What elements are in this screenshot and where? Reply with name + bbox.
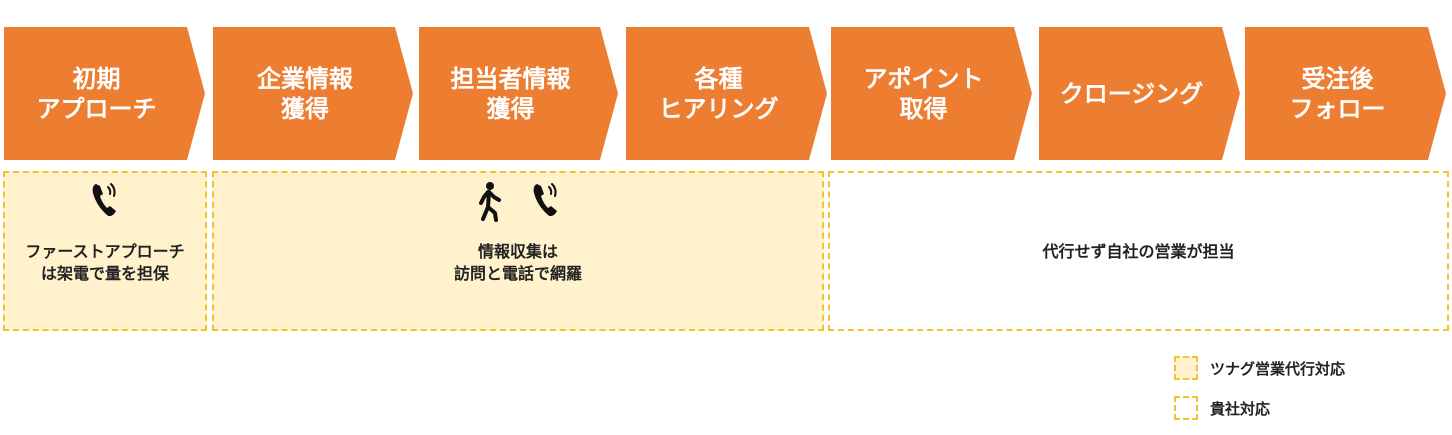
step-contact-info: 担当者情報獲得 <box>419 27 618 160</box>
phone-icon <box>533 183 557 217</box>
step-closing: クロージング <box>1039 27 1240 160</box>
step-label: 担当者情報獲得 <box>450 64 571 123</box>
box-icons <box>214 181 822 223</box>
step-label: クロージング <box>1059 79 1204 108</box>
step-label: 各種ヒアリング <box>658 64 779 123</box>
step-label: アポイント取得 <box>863 64 984 123</box>
box-client-sales: 代行せず自社の営業が担当 <box>828 171 1449 331</box>
step-company-info: 企業情報獲得 <box>213 27 413 160</box>
legend-swatch-client <box>1174 396 1198 420</box>
box-icons <box>5 181 205 219</box>
legend: ツナグ営業代行対応 貴社対応 <box>1174 355 1345 435</box>
legend-item-client: 貴社対応 <box>1174 395 1345 421</box>
legend-label: ツナグ営業代行対応 <box>1210 359 1346 378</box>
step-after-follow: 受注後フォロー <box>1245 27 1446 160</box>
legend-swatch-agency <box>1174 356 1198 380</box>
step-label: 企業情報獲得 <box>257 64 353 123</box>
step-label: 受注後フォロー <box>1289 64 1386 123</box>
box-text: 代行せず自社の営業が担当 <box>1042 242 1235 261</box>
step-label: 初期アプローチ <box>36 64 157 123</box>
legend-label: 貴社対応 <box>1210 399 1271 418</box>
box-info-gathering: 情報収集は訪問と電話で網羅 <box>212 171 824 331</box>
step-initial-approach: 初期アプローチ <box>4 27 205 160</box>
box-text: ファーストアプローチは架電で量を担保 <box>25 242 185 283</box>
walking-person-icon <box>479 182 501 222</box>
box-first-approach: ファーストアプローチは架電で量を担保 <box>3 171 207 331</box>
step-appointment: アポイント取得 <box>831 27 1032 160</box>
step-hearing: 各種ヒアリング <box>626 27 827 160</box>
legend-item-agency: ツナグ営業代行対応 <box>1174 355 1345 381</box>
phone-icon <box>92 183 116 217</box>
box-text: 情報収集は訪問と電話で網羅 <box>453 242 582 283</box>
